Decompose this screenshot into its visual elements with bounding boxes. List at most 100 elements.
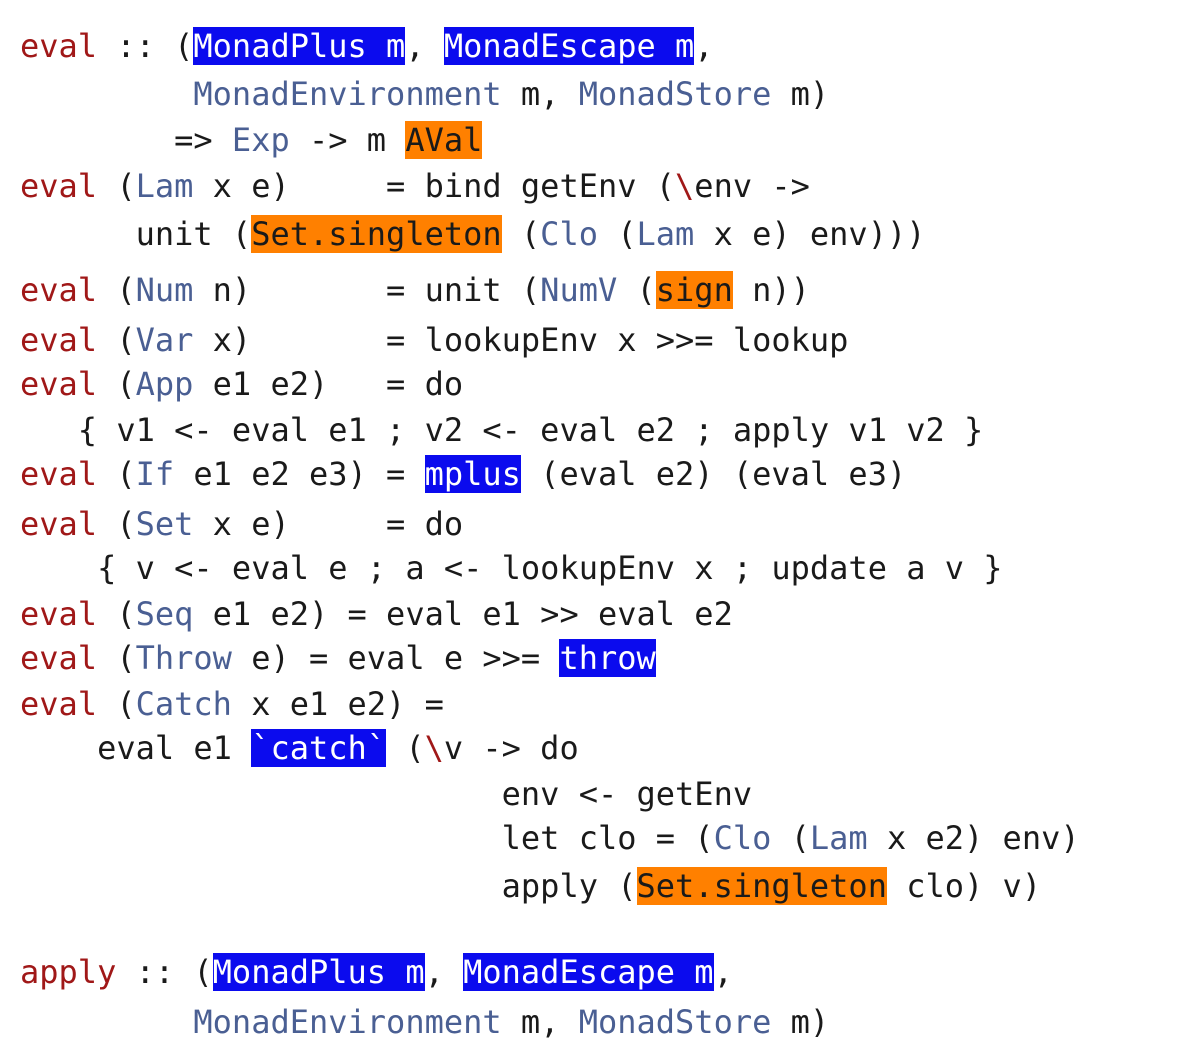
code-line: eval (Num n) = unit (NumV (sign n)) xyxy=(20,268,810,312)
code-token: ( xyxy=(386,729,425,767)
code-line: eval (Lam x e) = bind getEnv (\env -> xyxy=(20,164,810,208)
code-token: (eval e2) (eval e3) xyxy=(520,455,907,493)
code-token: x e2) env) xyxy=(867,819,1080,857)
keyword-token: eval xyxy=(20,365,98,403)
code-token: m, xyxy=(501,75,579,113)
highlight-blue: mplus xyxy=(424,455,521,493)
code-line: apply (Set.singleton clo) v) xyxy=(20,864,1041,908)
code-token: clo) v) xyxy=(886,867,1042,905)
code-token: , xyxy=(424,953,464,991)
code-line: eval (Catch x e1 e2) = xyxy=(20,682,444,726)
code-token: => xyxy=(20,121,232,159)
code-line: eval (Seq e1 e2) = eval e1 >> eval e2 xyxy=(20,592,733,636)
code-token: :: ( xyxy=(97,27,194,65)
code-line: { v1 <- eval e1 ; v2 <- eval e2 ; apply … xyxy=(20,408,983,452)
code-token: ( xyxy=(97,685,136,723)
keyword-token: eval xyxy=(20,639,98,677)
code-token: ( xyxy=(97,271,136,309)
code-line: eval (Var x) = lookupEnv x >>= lookup xyxy=(20,318,848,362)
code-token: , xyxy=(713,953,733,991)
code-line: eval (Set x e) = do xyxy=(20,502,463,546)
highlight-blue: throw xyxy=(559,639,656,677)
code-token: ( xyxy=(97,167,136,205)
highlight-orange: Set.singleton xyxy=(251,215,502,253)
code-line: => Exp -> m AVal xyxy=(20,118,483,162)
code-token: env <- getEnv xyxy=(20,775,753,813)
constructor-token: Clo xyxy=(713,819,772,857)
constructor-token: Lam xyxy=(636,215,695,253)
code-token: let clo = ( xyxy=(20,819,714,857)
highlight-blue: MonadEscape m xyxy=(443,27,695,65)
code-token: e1 e2 e3) = xyxy=(174,455,425,493)
code-token: x e) = bind getEnv ( xyxy=(193,167,676,205)
keyword-token: eval xyxy=(20,167,98,205)
code-token: -> m xyxy=(289,121,406,159)
code-line: unit (Set.singleton (Clo (Lam x e) env))… xyxy=(20,212,925,256)
code-token: , xyxy=(694,27,714,65)
code-line: MonadEnvironment m, MonadStore m) xyxy=(20,72,829,116)
code-token: ( xyxy=(97,365,136,403)
highlight-orange: Set.singleton xyxy=(636,867,887,905)
code-token: v -> do xyxy=(443,729,579,767)
code-line: let clo = (Clo (Lam x e2) env) xyxy=(20,816,1080,860)
highlight-orange: AVal xyxy=(405,121,483,159)
code-token: ( xyxy=(771,819,810,857)
code-line: eval (Throw e) = eval e >>= throw xyxy=(20,636,656,680)
keyword-token: eval xyxy=(20,505,98,543)
highlight-blue: MonadPlus m xyxy=(193,27,406,65)
code-token: ( xyxy=(97,639,136,677)
constructor-token: Lam xyxy=(809,819,868,857)
highlight-blue: `catch` xyxy=(251,729,387,767)
keyword-token: eval xyxy=(20,27,98,65)
code-token: env -> xyxy=(694,167,810,205)
constructor-token: MonadStore xyxy=(578,75,772,113)
code-token: { v <- eval e ; a <- lookupEnv x ; updat… xyxy=(20,549,1003,587)
constructor-token: Seq xyxy=(135,595,194,633)
code-token: e) = eval e >>= xyxy=(231,639,560,677)
code-token: ( xyxy=(617,271,656,309)
keyword-token: \ xyxy=(424,729,444,767)
code-token: x) = lookupEnv x >>= lookup xyxy=(193,321,849,359)
code-token: n)) xyxy=(732,271,810,309)
keyword-token: \ xyxy=(675,167,695,205)
code-token: n) = unit ( xyxy=(193,271,541,309)
constructor-token: Set xyxy=(135,505,194,543)
code-token xyxy=(20,75,193,113)
code-token: ( xyxy=(97,595,136,633)
code-line: eval (If e1 e2 e3) = mplus (eval e2) (ev… xyxy=(20,452,906,496)
code-token: ( xyxy=(97,505,136,543)
code-token: e1 e2) = do xyxy=(193,365,464,403)
code-line: { v <- eval e ; a <- lookupEnv x ; updat… xyxy=(20,546,1003,590)
code-token: ( xyxy=(97,455,136,493)
constructor-token: NumV xyxy=(540,271,618,309)
highlight-blue: MonadEscape m xyxy=(463,953,714,991)
code-token: , xyxy=(405,27,444,65)
code-token: e1 e2) = eval e1 >> eval e2 xyxy=(193,595,733,633)
code-line: eval (App e1 e2) = do xyxy=(20,362,463,406)
constructor-token: Clo xyxy=(540,215,598,253)
code-line: eval :: (MonadPlus m, MonadEscape m, xyxy=(20,24,714,68)
code-token: :: ( xyxy=(116,953,213,991)
code-token: ( xyxy=(501,215,541,253)
constructor-token: If xyxy=(135,455,175,493)
constructor-token: Catch xyxy=(135,685,232,723)
code-line: env <- getEnv xyxy=(20,772,752,816)
keyword-token: apply xyxy=(20,953,117,991)
code-token xyxy=(20,1003,193,1041)
code-token: apply ( xyxy=(20,867,637,905)
highlight-orange: sign xyxy=(655,271,733,309)
code-line: apply :: (MonadPlus m, MonadEscape m, xyxy=(20,950,733,994)
keyword-token: eval xyxy=(20,595,98,633)
code-token: { v1 <- eval e1 ; v2 <- eval e2 ; apply … xyxy=(20,411,984,449)
code-token: m) xyxy=(771,75,830,113)
code-token: ( xyxy=(97,321,136,359)
constructor-token: MonadEnvironment xyxy=(193,75,502,113)
constructor-token: Num xyxy=(135,271,194,309)
constructor-token: Lam xyxy=(135,167,194,205)
code-token: x e) = do xyxy=(193,505,464,543)
constructor-token: MonadEnvironment xyxy=(193,1003,502,1041)
code-token: eval e1 xyxy=(20,729,252,767)
keyword-token: eval xyxy=(20,455,98,493)
keyword-token: eval xyxy=(20,271,98,309)
code-token: m, xyxy=(501,1003,579,1041)
